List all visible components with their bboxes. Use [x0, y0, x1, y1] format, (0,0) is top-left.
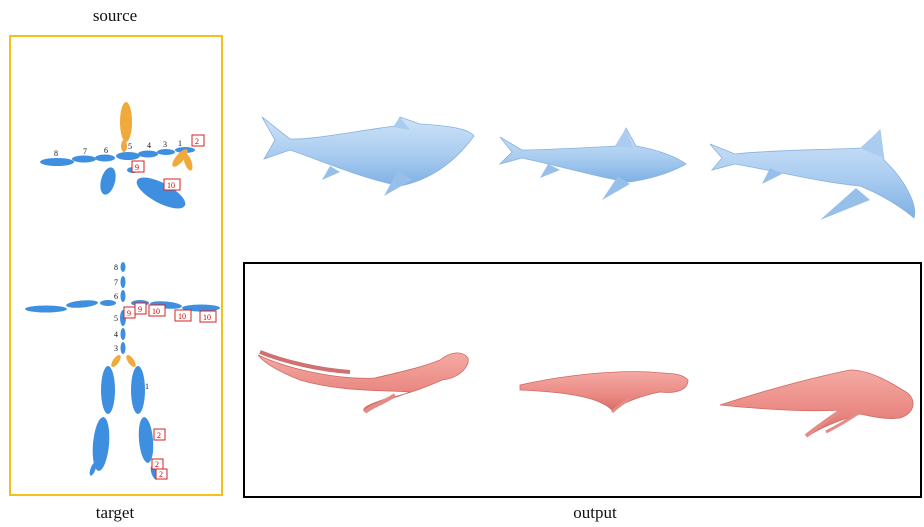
human-leg — [804, 406, 847, 438]
human-leg — [363, 393, 397, 414]
human-render-2 — [519, 371, 689, 414]
shark-render-3 — [709, 129, 916, 220]
source-label: 6 — [104, 146, 108, 155]
shark-render-2 — [498, 127, 687, 200]
human-leg — [825, 410, 861, 434]
target-bone — [120, 262, 126, 272]
target-boxed-label: 10 — [152, 307, 160, 316]
target-label-box — [148, 304, 166, 317]
source-bone — [40, 158, 74, 166]
source-boxed-label: 2 — [195, 137, 199, 146]
human-render-3 — [719, 369, 914, 438]
target-label-box — [199, 310, 217, 323]
shark-body — [498, 127, 687, 183]
target-boxed-label: 2 — [159, 470, 163, 479]
source-pectoral-fin — [136, 177, 186, 209]
target-boxed-label: 10 — [178, 312, 186, 321]
target-skeleton: 8 7 6 5 4 3 9 9 10 10 10 1 2 2 2 — [25, 262, 220, 480]
target-bone — [120, 276, 126, 288]
source-label: 8 — [54, 149, 58, 158]
target-boxed-label: 2 — [157, 431, 161, 440]
human-body — [257, 352, 469, 413]
source-label-box — [163, 178, 181, 191]
target-hip — [111, 355, 121, 367]
source-label-box — [191, 134, 205, 147]
source-label: 4 — [147, 141, 151, 150]
target-boxed-label: 9 — [127, 309, 131, 318]
source-label: 1 — [178, 139, 182, 148]
human-leg — [610, 396, 631, 414]
human-render-1 — [257, 350, 469, 414]
shark-pectoral-fin — [820, 188, 870, 220]
source-bone — [157, 149, 175, 155]
target-bone — [120, 342, 126, 354]
source-label: 3 — [163, 140, 167, 149]
target-bone — [120, 290, 126, 302]
target-caption: target — [95, 503, 135, 522]
target-boxed-label: 9 — [138, 305, 142, 314]
source-label: 5 — [128, 142, 132, 151]
shark-pectoral-fin — [384, 170, 412, 196]
source-bone — [121, 140, 127, 152]
source-label-box — [131, 160, 145, 173]
shark-body — [709, 129, 916, 219]
target-leg-label: 1 — [145, 382, 149, 391]
target-hip — [126, 355, 136, 367]
source-tail-fin — [172, 149, 188, 167]
source-pectoral-fin — [100, 167, 116, 195]
target-boxed-label: 2 — [155, 460, 159, 469]
shark-dorsal-fin — [615, 128, 633, 148]
target-bone — [120, 328, 126, 340]
shark-pelvic-fin — [322, 166, 340, 180]
source-bone — [116, 152, 140, 160]
output-caption: output — [573, 503, 617, 522]
output-frame — [243, 262, 922, 498]
human-body — [519, 371, 689, 411]
source-skeleton: 8 7 6 5 4 3 1 2 9 10 — [40, 102, 205, 209]
target-bone — [100, 300, 116, 306]
target-bone — [131, 366, 145, 414]
target-bone — [92, 417, 110, 471]
shark-body — [261, 116, 475, 187]
target-bone — [66, 300, 98, 308]
target-label-box — [155, 468, 168, 480]
source-tail-fin — [183, 153, 193, 171]
human-arm — [259, 350, 351, 374]
source-dorsal-fin — [120, 102, 132, 142]
shark-pectoral-fin — [602, 176, 630, 200]
target-spine-label: 5 — [114, 314, 118, 323]
target-spine-label: 6 — [114, 292, 118, 301]
target-spine-label: 4 — [114, 330, 118, 339]
shark-dorsal-fin — [860, 130, 884, 158]
target-bone — [138, 417, 154, 463]
target-label-box — [134, 302, 147, 315]
target-boxed-label: 10 — [203, 313, 211, 322]
target-spine-label: 3 — [114, 344, 118, 353]
source-boxed-label: 10 — [167, 181, 175, 190]
source-target-frame — [9, 35, 223, 496]
shark-dorsal-fin — [393, 117, 410, 130]
target-bone — [89, 462, 97, 476]
shark-pelvic-fin — [540, 164, 560, 178]
target-spine-label: 8 — [114, 263, 118, 272]
source-boxed-label: 9 — [135, 163, 139, 172]
target-bone — [101, 366, 115, 414]
target-bone — [25, 305, 67, 313]
target-spine-label: 7 — [114, 278, 118, 287]
shark-pelvic-fin — [762, 168, 782, 184]
target-label-box — [153, 428, 166, 441]
source-label: 7 — [83, 147, 87, 156]
target-label-box — [174, 309, 192, 322]
source-bone — [95, 154, 115, 162]
source-bone — [72, 155, 96, 163]
source-caption: source — [92, 6, 138, 25]
source-bone — [138, 150, 158, 158]
shark-render-1 — [261, 116, 475, 196]
